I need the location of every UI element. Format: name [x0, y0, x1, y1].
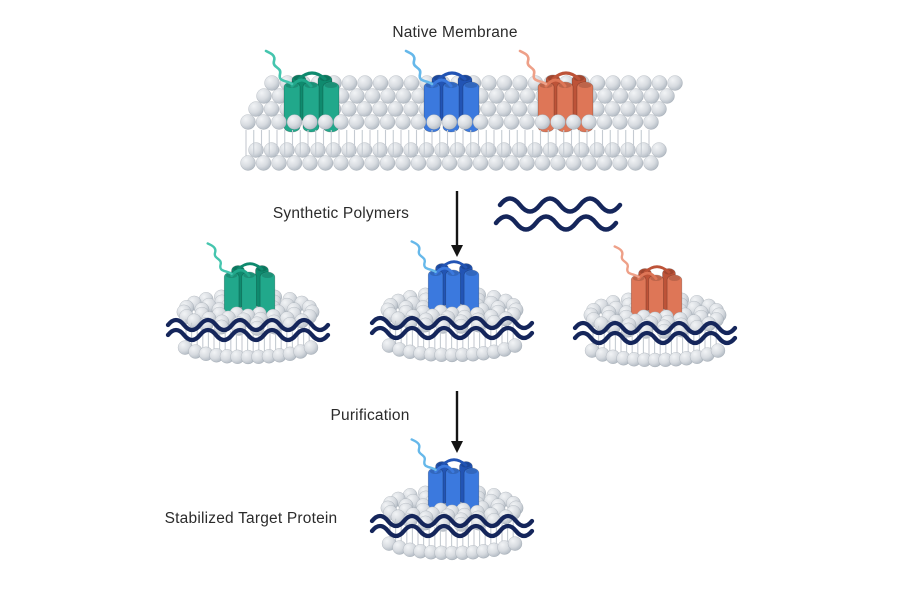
- disc-bottom-lipids: [381, 338, 523, 363]
- polymer-belt: [572, 330, 738, 346]
- top-leaflet-front-row: [240, 114, 659, 130]
- lipid-tails: [245, 130, 650, 156]
- n-terminus-squiggle: [404, 49, 434, 86]
- nanodisc-green-protein: [206, 242, 276, 319]
- polymer-belt: [369, 523, 535, 539]
- n-terminus-squiggle: [410, 240, 437, 274]
- disc-top-lipids-front: [383, 304, 521, 334]
- disc-bottom-lipids: [177, 340, 319, 365]
- disc-top-lipids-front: [179, 306, 317, 336]
- polymer-belt: [369, 513, 535, 529]
- bottom-leaflet-back-row: [248, 142, 667, 158]
- bottom-leaflet-front-row: [240, 155, 659, 171]
- n-terminus-squiggle: [410, 438, 437, 472]
- nanodisc-target: [369, 438, 535, 561]
- polymer-belt: [165, 317, 331, 333]
- nanodisc-target-protein: [410, 438, 480, 515]
- polymer-belt: [165, 327, 331, 343]
- polymer-belt: [369, 325, 535, 341]
- nanodisc-orange-protein: [613, 245, 683, 322]
- disc-bottom-lipids: [381, 536, 523, 561]
- polymer-belt: [369, 315, 535, 331]
- polymer-strand-1: [497, 196, 623, 214]
- nanodisc-green: [165, 242, 331, 365]
- nanodisc-orange: [572, 245, 738, 368]
- disc-top-lipids-front: [586, 309, 724, 339]
- nanodisc-blue: [369, 240, 535, 363]
- nanodisc-row: [165, 240, 738, 368]
- n-terminus-squiggle: [264, 49, 294, 86]
- native-membrane: [240, 49, 683, 171]
- down-arrow-solubilization: [451, 191, 463, 257]
- disc-top-lipids-front: [383, 502, 521, 532]
- n-terminus-squiggle: [206, 242, 233, 276]
- label-native-membrane: Native Membrane: [392, 24, 518, 41]
- polymer-belt: [572, 320, 738, 336]
- stabilized-nanodisc-area: [369, 438, 535, 561]
- label-synthetic-polymers: Synthetic Polymers: [272, 205, 410, 222]
- disc-bottom-lipids: [584, 343, 726, 368]
- nanodisc-blue-protein: [410, 240, 480, 317]
- label-purification: Purification: [330, 407, 410, 424]
- n-terminus-squiggle: [613, 245, 640, 279]
- down-arrow-purification: [451, 391, 463, 453]
- n-terminus-squiggle: [518, 49, 548, 86]
- polymer-strand-2: [493, 214, 619, 232]
- synthetic-polymer-strands: [493, 196, 623, 232]
- label-stabilized-target-protein: Stabilized Target Protein: [164, 510, 338, 527]
